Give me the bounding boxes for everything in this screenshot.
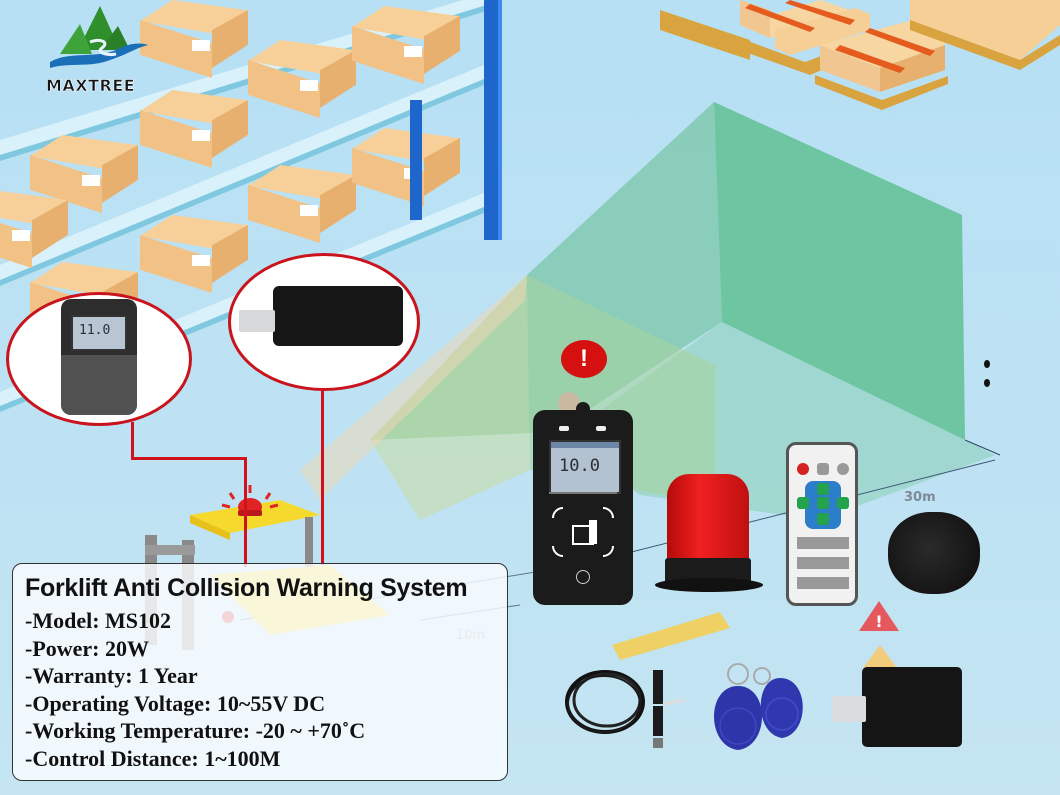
- antenna-puck-icon: [888, 512, 980, 594]
- callout-connector: [321, 385, 324, 565]
- rfid-keyfob-icon: [714, 663, 803, 750]
- spec-model: -Model: MS102: [25, 608, 172, 633]
- terminal-reading: 11.0: [79, 323, 111, 338]
- spec-panel: Forklift Anti Collision Warning System -…: [12, 563, 508, 781]
- product-title: Forklift Anti Collision Warning System: [25, 574, 468, 602]
- tag-module-icon: [273, 286, 403, 346]
- cable-coil-icon: [565, 670, 686, 748]
- spec-voltage: -Operating Voltage: 10~55V DC: [25, 690, 326, 716]
- exclamation-circle-icon: !: [561, 340, 607, 378]
- spec-power: -Power: 20W: [25, 635, 150, 661]
- warning-triangle-icon: !: [859, 601, 899, 631]
- tag-module-icon: [862, 667, 962, 747]
- warning-triangle-icon: [863, 645, 897, 668]
- remote-control-icon: [786, 442, 858, 606]
- spec-list: -Model: MS102 -Power: 20W -Warranty: 1 Y…: [25, 607, 507, 772]
- terminal-reading: 10.0: [559, 456, 600, 476]
- pallets-illustration: [660, 0, 1060, 110]
- spec-distance: -Control Distance: 1~100M: [25, 745, 281, 771]
- spec-temperature: -Working Temperature: -20 ~ +70˚C: [25, 718, 366, 743]
- forklift-pictogram-icon: [552, 507, 614, 557]
- red-beacon-icon: [655, 472, 765, 600]
- callout-terminal: 11.0: [6, 292, 192, 426]
- callout-connector: [244, 457, 247, 567]
- mountain-river-logo-icon: [50, 6, 148, 68]
- callout-connector: [131, 457, 246, 460]
- terminal-device-icon: 10.0: [533, 402, 633, 605]
- callout-tag-module: [228, 253, 420, 391]
- distance-label-far: 30m: [904, 490, 936, 505]
- brand-logo: MAXTREE: [20, 0, 150, 100]
- terminal-device-icon: 11.0: [61, 299, 137, 415]
- brand-name: MAXTREE: [46, 76, 136, 96]
- spec-warranty: -Warranty: 1 Year: [25, 663, 198, 688]
- svg-text:!: !: [875, 612, 882, 631]
- callout-connector: [131, 422, 134, 460]
